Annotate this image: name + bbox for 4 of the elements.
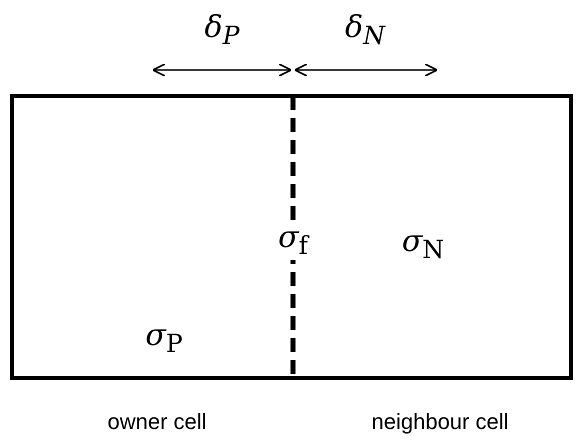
cell-value-symbol: σ$_{P}$ (145, 318, 183, 358)
cell-caption: owner cell (107, 409, 207, 435)
cell-caption: neighbour cell (372, 409, 508, 435)
cell-value-symbol: σ$_{N}$ (402, 224, 444, 264)
